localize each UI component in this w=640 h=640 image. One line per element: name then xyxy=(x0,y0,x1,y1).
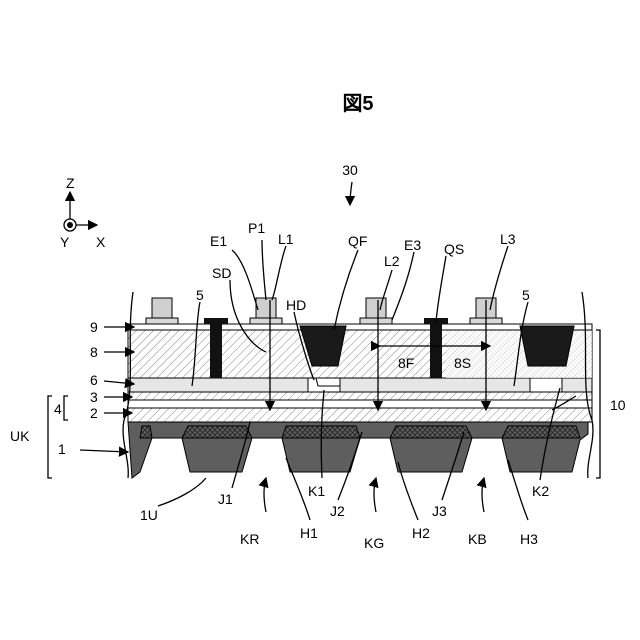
layer-2 xyxy=(128,408,592,422)
label-l2: L2 xyxy=(384,253,400,269)
label-4: 4 xyxy=(54,401,62,417)
axis-z-label: Z xyxy=(66,175,75,191)
label-8s: 8S xyxy=(454,355,471,371)
label-j3: J3 xyxy=(432,503,447,519)
layer-3 xyxy=(128,400,592,408)
label-5-left: 5 xyxy=(196,287,204,303)
label-8: 8 xyxy=(90,344,98,360)
label-l3: L3 xyxy=(500,231,516,247)
label-hd: HD xyxy=(286,297,306,313)
label-h2: H2 xyxy=(412,525,430,541)
label-p1: P1 xyxy=(248,220,265,236)
label-qs: QS xyxy=(444,241,464,257)
layer-6-left xyxy=(128,378,308,392)
label-kr: KR xyxy=(240,531,259,547)
plug-right xyxy=(430,322,442,378)
plug-left xyxy=(210,322,222,378)
axis-x-label: X xyxy=(96,234,106,250)
layer-6-mid xyxy=(340,378,530,392)
label-3: 3 xyxy=(90,389,98,405)
layer-6-right xyxy=(562,378,592,392)
axis-indicator: Z Y X xyxy=(60,175,106,250)
label-kg: KG xyxy=(364,535,384,551)
layer-4 xyxy=(128,392,592,400)
label-5-right: 5 xyxy=(522,287,530,303)
arrow-30 xyxy=(350,182,352,205)
label-1u: 1U xyxy=(140,507,158,523)
layer-1-substrate xyxy=(128,422,588,478)
brace-uk xyxy=(48,396,52,478)
arrow-kg xyxy=(374,478,376,512)
label-9: 9 xyxy=(90,319,98,335)
label-30: 30 xyxy=(342,162,358,178)
arrow-kb xyxy=(482,478,484,512)
label-sd: SD xyxy=(212,265,231,281)
figure-title: 図5 xyxy=(342,93,373,115)
label-8f: 8F xyxy=(398,355,414,371)
label-qf: QF xyxy=(348,233,367,249)
label-kb: KB xyxy=(468,531,487,547)
arrow-kr xyxy=(264,478,266,512)
label-j1: J1 xyxy=(218,491,233,507)
label-e1: E1 xyxy=(210,233,227,249)
label-k1: K1 xyxy=(308,483,325,499)
step-hd xyxy=(308,378,340,386)
brace-4 xyxy=(64,396,68,420)
label-1: 1 xyxy=(58,441,66,457)
brace-10 xyxy=(596,330,600,478)
label-6: 6 xyxy=(90,372,98,388)
label-2: 2 xyxy=(90,405,98,421)
left-pointer-arrows xyxy=(80,327,134,452)
label-h3: H3 xyxy=(520,531,538,547)
label-10: 10 xyxy=(610,397,626,413)
label-l1: L1 xyxy=(278,231,294,247)
label-h1: H1 xyxy=(300,525,318,541)
label-k2: K2 xyxy=(532,483,549,499)
lens-right xyxy=(520,326,574,366)
label-uk: UK xyxy=(10,428,30,444)
axis-y-label: Y xyxy=(60,234,70,250)
label-j2: J2 xyxy=(330,503,345,519)
label-e3: E3 xyxy=(404,237,421,253)
